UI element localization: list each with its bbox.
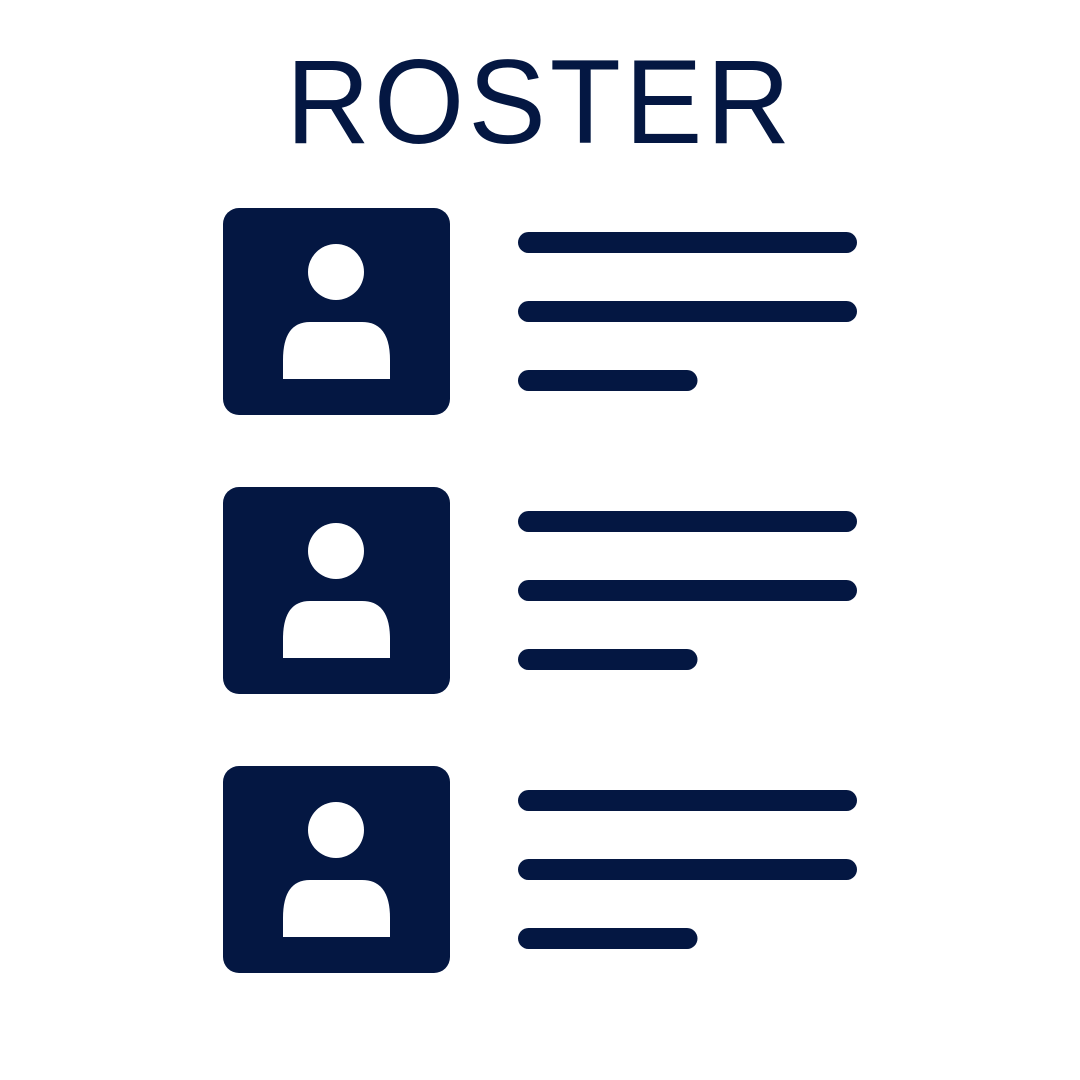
roster-entry <box>223 766 857 973</box>
text-line <box>518 859 857 880</box>
text-line <box>518 511 857 532</box>
text-line <box>518 928 698 949</box>
text-line <box>518 790 857 811</box>
avatar-head-icon <box>308 802 364 858</box>
roster-entry <box>223 208 857 415</box>
text-line <box>518 232 857 253</box>
roster-title: ROSTER <box>285 35 795 169</box>
text-line <box>518 580 857 601</box>
text-line <box>518 370 698 391</box>
roster-entry <box>223 487 857 694</box>
profile-card <box>223 208 450 415</box>
profile-card <box>223 487 450 694</box>
avatar-body-icon <box>283 322 390 379</box>
avatar-body-icon <box>283 880 390 937</box>
profile-card <box>223 766 450 973</box>
text-line <box>518 301 857 322</box>
avatar-head-icon <box>308 523 364 579</box>
avatar-head-icon <box>308 244 364 300</box>
avatar-body-icon <box>283 601 390 658</box>
text-line <box>518 649 698 670</box>
